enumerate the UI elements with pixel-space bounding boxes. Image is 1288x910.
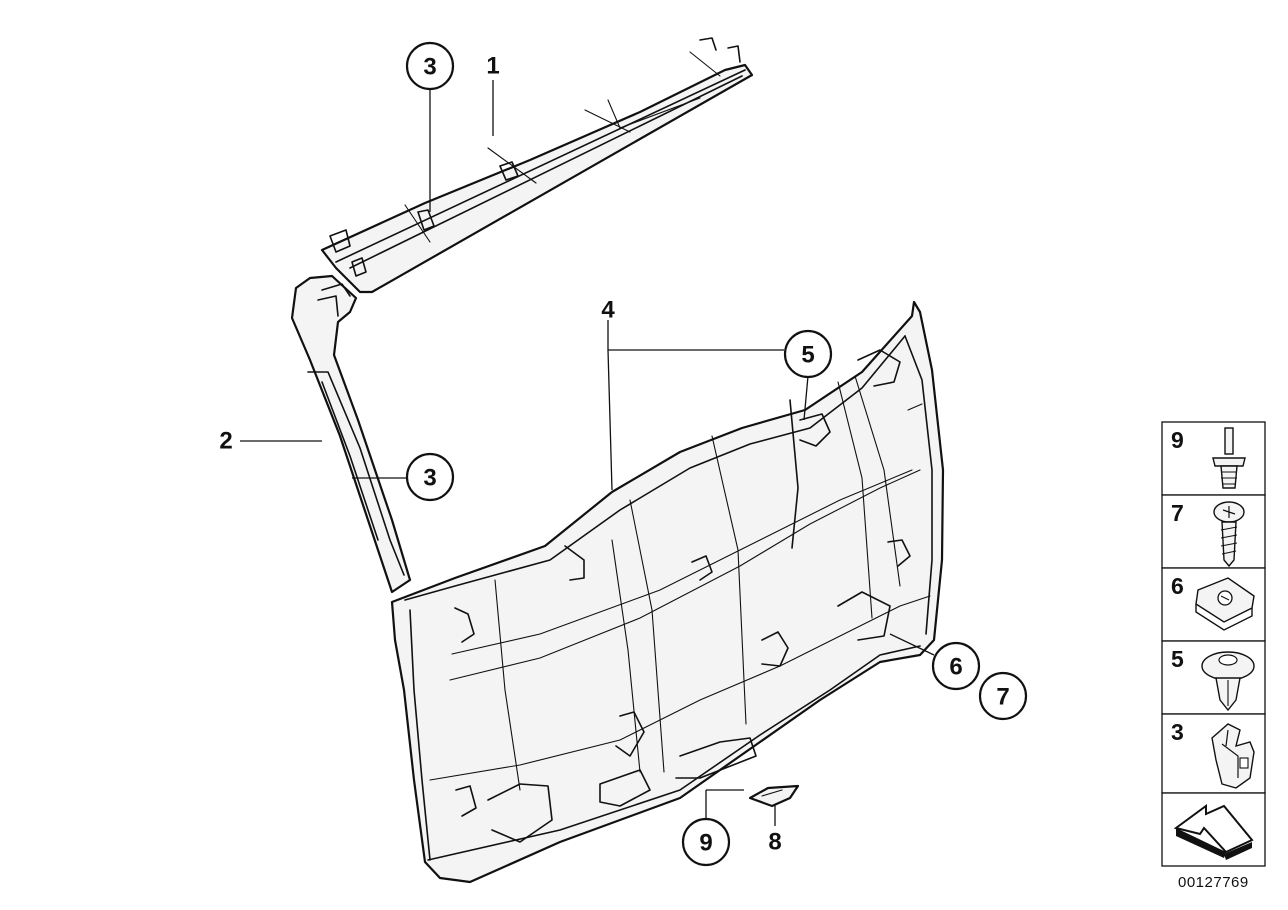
svg-text:9: 9 [699, 830, 712, 857]
svg-text:6: 6 [1171, 573, 1184, 599]
leader-lines [240, 80, 935, 826]
label-8: 8 [768, 829, 781, 856]
label-1: 1 [486, 53, 499, 80]
expanding-rivet-icon [1201, 651, 1255, 712]
clip-nut-icon [1195, 577, 1255, 631]
svg-text:3: 3 [423, 54, 436, 81]
legend-row-9: 9 [1161, 421, 1266, 496]
part-upper-trim-strip [320, 37, 754, 294]
svg-text:7: 7 [1171, 500, 1184, 526]
legend-row-direction [1161, 792, 1266, 867]
part-small-clip [748, 784, 800, 808]
direction-arrow-icon [1173, 804, 1254, 860]
screw-icon [1213, 501, 1245, 568]
legend-row-7: 7 [1161, 494, 1266, 569]
part-tailgate-panel [390, 300, 945, 884]
callout-9: 9 [681, 817, 731, 867]
diagram-code: 00127769 [1178, 874, 1249, 891]
part-side-trim [290, 274, 412, 594]
svg-text:5: 5 [801, 342, 814, 369]
label-4: 4 [601, 297, 615, 324]
callout-7: 7 [978, 671, 1028, 721]
rivet-icon [1212, 427, 1246, 489]
svg-text:3: 3 [423, 465, 436, 492]
svg-text:9: 9 [1171, 427, 1184, 453]
clip-icon [1211, 723, 1255, 789]
legend-row-3: 3 [1161, 713, 1266, 794]
svg-text:5: 5 [1171, 646, 1184, 672]
callout-6: 6 [931, 641, 981, 691]
callout-3-top: 3 [405, 41, 455, 91]
svg-text:7: 7 [996, 684, 1009, 711]
svg-text:3: 3 [1171, 719, 1184, 745]
callout-5: 5 [783, 329, 833, 379]
legend: 9 7 6 [1161, 421, 1266, 867]
label-2: 2 [219, 428, 232, 455]
svg-text:6: 6 [949, 654, 962, 681]
legend-row-6: 6 [1161, 567, 1266, 642]
callout-3-mid: 3 [405, 452, 455, 502]
legend-row-5: 5 [1161, 640, 1266, 715]
